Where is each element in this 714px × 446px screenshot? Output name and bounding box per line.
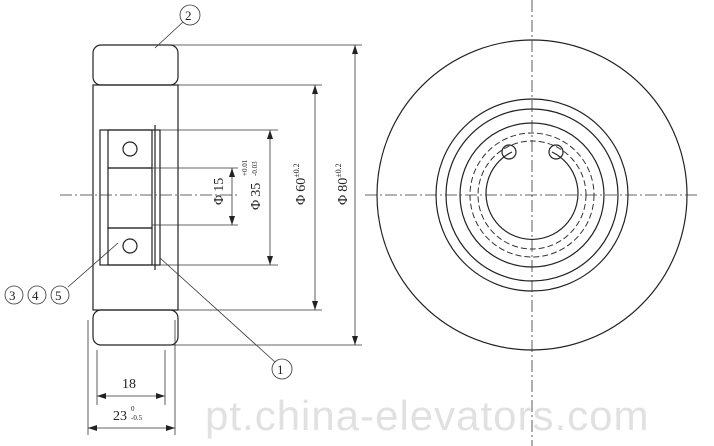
callout-5: 5 [55, 288, 62, 303]
section-view [60, 44, 240, 346]
callout-1: 1 [277, 362, 284, 377]
callout-2: 2 [185, 8, 192, 23]
dim-total-tol-upper: 0 [131, 405, 135, 413]
tire-bottom [92, 309, 179, 346]
ball-bottom [122, 238, 138, 254]
dim-bearing-tol-lower: -0.03 [251, 161, 259, 176]
bearing-top [107, 129, 153, 169]
dim-hub-width: 18 [122, 377, 136, 392]
dim-total-width: 23 [113, 409, 127, 424]
bore [107, 167, 153, 229]
dimensions [87, 44, 362, 435]
callout-4: 4 [32, 288, 39, 303]
dim-hub: Φ60±0.2 [292, 163, 309, 205]
tire-top [92, 44, 179, 86]
ball-top [122, 141, 138, 157]
bearing-pocket [99, 129, 161, 266]
dim-bearing: Φ35 [249, 183, 264, 210]
hub [92, 84, 179, 311]
dim-total-tol-lower: -0.5 [131, 414, 143, 422]
callouts: 2 1 3 4 5 [4, 4, 293, 380]
front-view [365, 0, 700, 446]
watermark: pt.china-elevators.com [205, 392, 650, 439]
dim-outer: Φ80±0.2 [334, 163, 351, 205]
dim-bearing-tol-upper: +0.01 [241, 159, 249, 176]
dim-bore: Φ15 [212, 178, 227, 205]
callout-3: 3 [9, 288, 16, 303]
